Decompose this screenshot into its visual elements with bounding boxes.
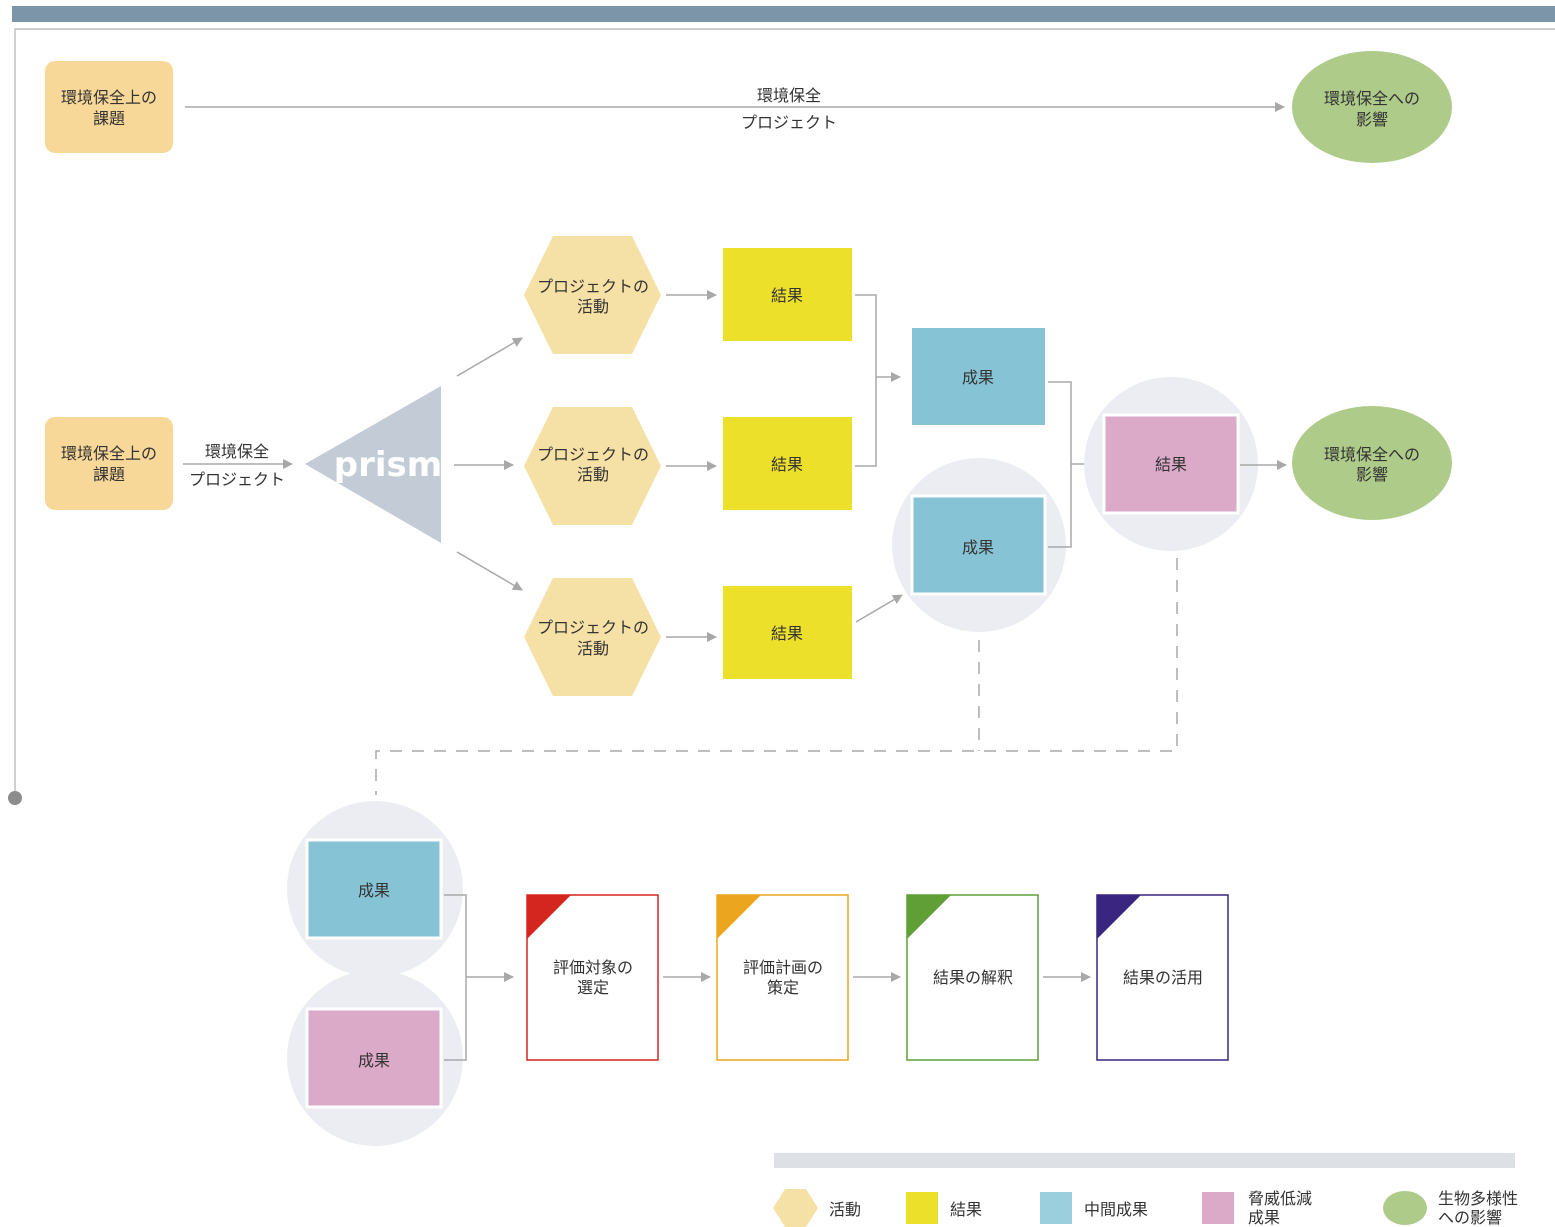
header-bar	[12, 6, 1555, 22]
result-box-2: 結果	[723, 417, 852, 510]
top-impact-ellipse: 環境保全への 影響	[1292, 51, 1452, 163]
mid-impact-ellipse: 環境保全への 影響	[1292, 406, 1452, 520]
activity-hexagon-2: プロジェクトの 活動	[524, 407, 661, 525]
activity-2-line2: 活動	[577, 465, 609, 484]
prism-triangle: prism	[305, 386, 442, 543]
outcome-2-label: 成果	[962, 538, 994, 557]
mid-project-line1: 環境保全	[205, 442, 269, 461]
step-card-utilize: 結果の活用	[1096, 894, 1229, 1061]
legend-impact-line2: への影響	[1438, 1208, 1502, 1227]
legend-intermediate-label: 中間成果	[1084, 1200, 1148, 1219]
legend-threat-line2: 成果	[1248, 1208, 1280, 1227]
step-card-plan: 評価計画の 策定	[716, 894, 849, 1061]
mid-issue-line1: 環境保全上の	[61, 444, 157, 463]
mid-issue-line2: 課題	[93, 465, 125, 484]
mid-impact-line1: 環境保全への	[1324, 445, 1420, 464]
legend-bar	[774, 1153, 1515, 1168]
result-box-1: 結果	[723, 248, 852, 341]
result-3-to-outcome-arrow	[855, 594, 903, 623]
prism-to-activity-3-arrow	[456, 551, 523, 591]
legend-impact-ellipse	[1383, 1191, 1427, 1225]
result-2-label: 結果	[771, 455, 803, 474]
legend-result-label: 結果	[950, 1200, 982, 1219]
mid-project-line2: プロジェクト	[189, 470, 285, 489]
legend-intermediate: 中間成果	[1040, 1192, 1148, 1224]
top-issue-line2: 課題	[93, 109, 125, 128]
bottom-outcome-blue-label: 成果	[358, 881, 390, 900]
step-1-line2: 選定	[577, 978, 609, 997]
frame-line	[14, 28, 1555, 796]
legend-result: 結果	[906, 1192, 982, 1224]
mid-issue-box: 環境保全上の 課題	[45, 417, 173, 510]
activity-hexagon-1: プロジェクトの 活動	[524, 236, 661, 354]
activity-1-line1: プロジェクトの	[537, 277, 649, 296]
step-4-line1: 結果の活用	[1123, 968, 1203, 987]
legend-result-swatch	[906, 1192, 938, 1224]
zoom-dashed-connector	[375, 558, 1178, 795]
bottom-outcome-pink-label: 成果	[358, 1051, 390, 1070]
legend-impact: 生物多様性 への影響	[1383, 1189, 1518, 1227]
outcome-1-label: 成果	[962, 368, 994, 387]
threat-result-label: 結果	[1155, 455, 1187, 474]
top-impact-line1: 環境保全への	[1324, 89, 1420, 108]
prism-to-activity-1-arrow	[456, 337, 523, 377]
activity-3-line2: 活動	[577, 639, 609, 658]
legend-activity-label: 活動	[829, 1200, 861, 1219]
mid-impact-line2: 影響	[1356, 465, 1388, 484]
step-card-select-target: 評価対象の 選定	[526, 894, 659, 1061]
legend-activity: 活動	[773, 1189, 861, 1227]
top-project-line1: 環境保全	[757, 86, 821, 105]
legend-impact-line1: 生物多様性	[1438, 1189, 1518, 1208]
threat-result-box: 結果	[1102, 413, 1240, 515]
activity-3-line1: プロジェクトの	[537, 618, 649, 637]
result-box-3: 結果	[723, 586, 852, 679]
top-issue-line1: 環境保全上の	[61, 88, 157, 107]
activity-2-line1: プロジェクトの	[537, 445, 649, 464]
bottom-outcome-blue-box: 成果	[305, 838, 443, 940]
step-3-line1: 結果の解釈	[933, 968, 1013, 987]
frame-end-dot	[8, 791, 22, 805]
results-merge-connector	[855, 294, 900, 467]
legend-intermediate-swatch	[1040, 1192, 1072, 1224]
bottom-outcomes-merge-connector	[444, 894, 513, 1061]
prism-label: prism	[334, 445, 442, 485]
result-3-label: 結果	[771, 624, 803, 643]
top-issue-box: 環境保全上の 課題	[45, 61, 173, 153]
top-impact-line2: 影響	[1356, 110, 1388, 129]
legend-threat: 脅威低減 成果	[1202, 1189, 1312, 1227]
step-2-line2: 策定	[767, 978, 799, 997]
step-1-line1: 評価対象の	[553, 958, 633, 977]
result-1-label: 結果	[771, 286, 803, 305]
activity-hexagon-3: プロジェクトの 活動	[524, 578, 661, 696]
bottom-outcome-pink-box: 成果	[305, 1007, 443, 1109]
step-card-interpret: 結果の解釈	[906, 894, 1039, 1061]
legend-threat-line1: 脅威低減	[1248, 1189, 1312, 1208]
activity-1-line2: 活動	[577, 297, 609, 316]
top-project-line2: プロジェクト	[741, 113, 837, 132]
legend-activity-hexagon	[773, 1189, 818, 1227]
step-2-line1: 評価計画の	[743, 958, 823, 977]
legend-threat-swatch	[1202, 1192, 1234, 1224]
outcome-box-1: 成果	[912, 328, 1045, 425]
outcome-box-2: 成果	[910, 494, 1047, 596]
